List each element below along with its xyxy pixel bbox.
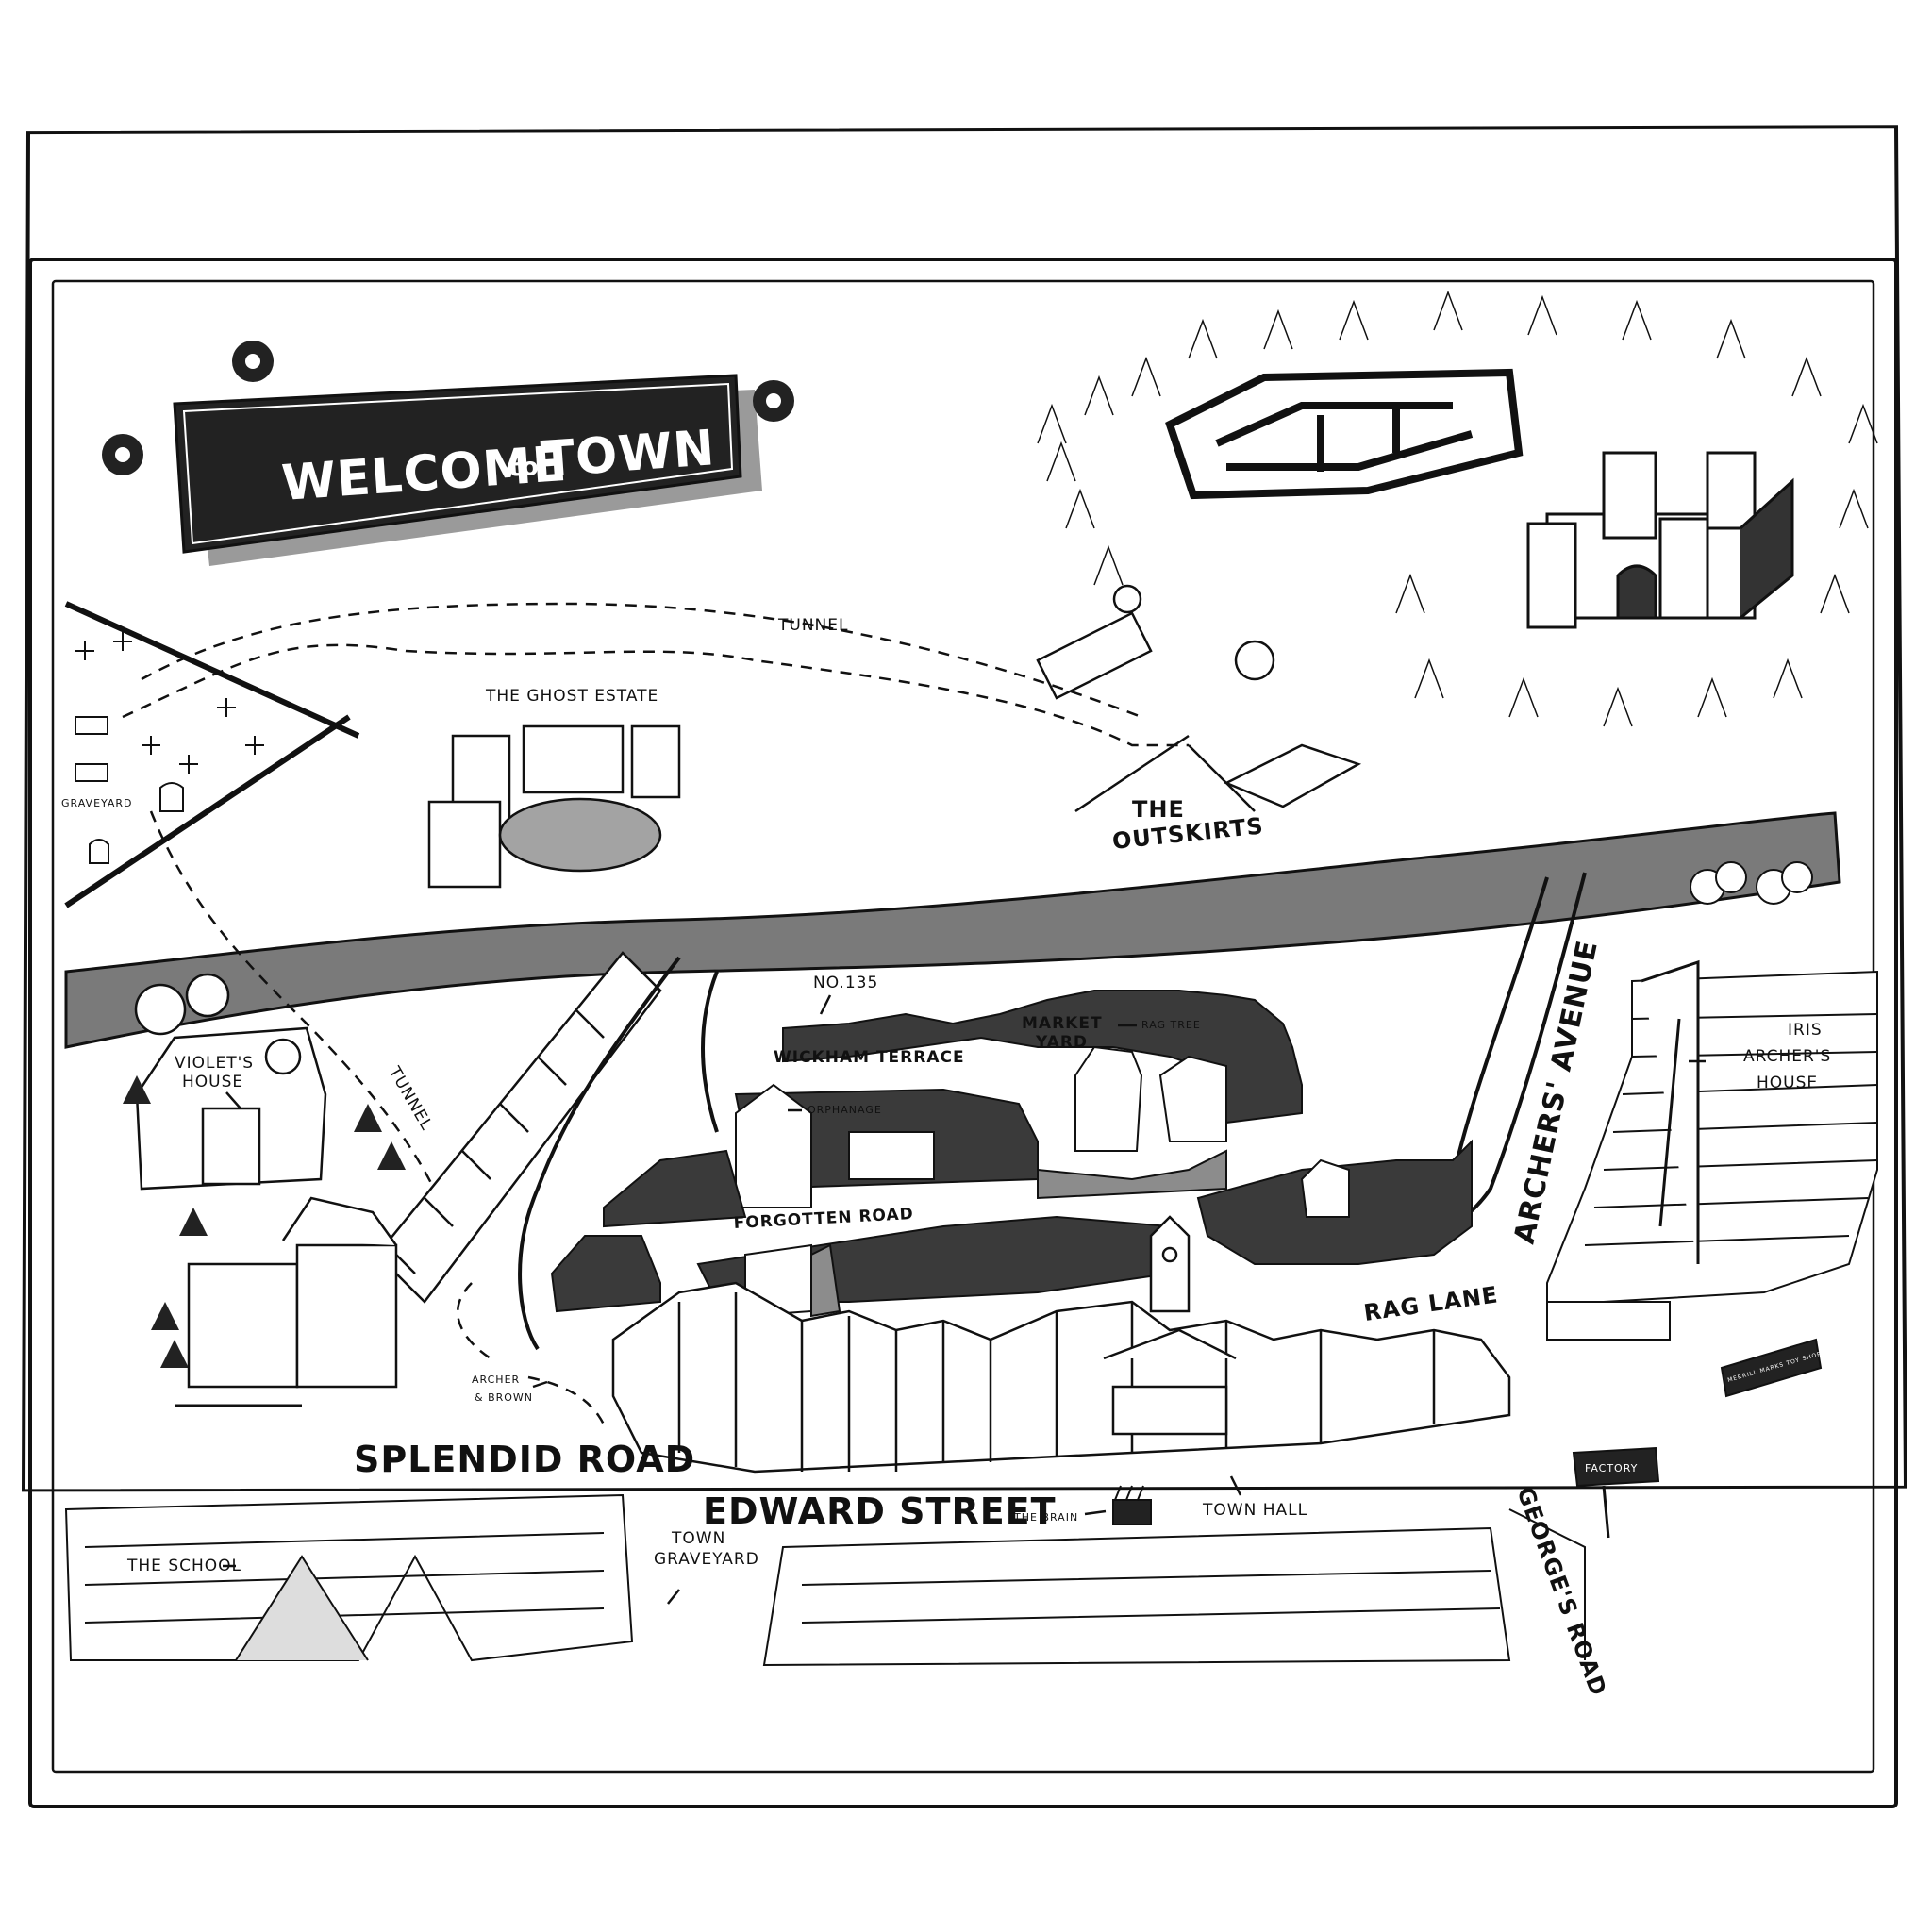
label-rag-tree: RAG TREE bbox=[1141, 1019, 1201, 1031]
label-and-brown: & BROWN bbox=[475, 1391, 533, 1404]
label-georges-road: GEORGE'S ROAD bbox=[1511, 1483, 1611, 1699]
map-frame bbox=[21, 125, 1908, 1808]
label-archers: ARCHER'S bbox=[1743, 1047, 1831, 1066]
trees-east bbox=[1690, 861, 1813, 905]
label-splendid-road: SPLENDID ROAD bbox=[354, 1439, 695, 1480]
label-forgotten-road: FORGOTTEN ROAD bbox=[733, 1205, 914, 1233]
factory-sign bbox=[1572, 1446, 1660, 1539]
label-town: TOWN bbox=[671, 1529, 725, 1548]
label-yard: YARD bbox=[1035, 1033, 1088, 1052]
arrows bbox=[223, 994, 1706, 1605]
label-factory: FACTORY bbox=[1585, 1462, 1638, 1474]
label-violets-house: HOUSE bbox=[182, 1073, 243, 1091]
label-graveyard: GRAVEYARD bbox=[61, 797, 133, 809]
sign-to: to bbox=[508, 453, 540, 483]
ghost-estate bbox=[427, 724, 681, 889]
label-violets: VIOLET'S bbox=[175, 1054, 254, 1073]
forgotten-road-block bbox=[550, 1149, 1171, 1318]
label-wickham-terrace: WICKHAM TERRACE bbox=[774, 1048, 965, 1067]
orphanage-block bbox=[734, 1083, 1227, 1208]
hedge-maze bbox=[1165, 368, 1524, 500]
corner-houses bbox=[175, 1196, 398, 1407]
pond bbox=[498, 797, 662, 873]
label-market: MARKET bbox=[1022, 1014, 1103, 1033]
flower-icon bbox=[102, 341, 794, 475]
label-no135: NO.135 bbox=[813, 974, 878, 992]
label-iris-house: HOUSE bbox=[1757, 1074, 1818, 1092]
label-the: THE bbox=[1132, 796, 1185, 823]
label-graveyard2: GRAVEYARD bbox=[654, 1550, 759, 1569]
toy-shop-sign bbox=[1720, 1338, 1823, 1398]
splendid-row-houses bbox=[375, 951, 662, 1304]
label-archer: ARCHER bbox=[472, 1374, 520, 1386]
rag-lane-houses bbox=[611, 1215, 1511, 1474]
wickham-terrace-houses bbox=[782, 990, 1303, 1152]
the-brain-building bbox=[1112, 1485, 1152, 1525]
tunnel-paths bbox=[122, 602, 1189, 1425]
welcome-sign: WELCOME to TOWN bbox=[102, 341, 794, 566]
label-tunnel-north: TUNNEL bbox=[777, 616, 848, 635]
label-tunnel-west: TUNNEL bbox=[384, 1063, 436, 1134]
forest bbox=[1037, 290, 1878, 727]
label-iris: IRIS bbox=[1788, 1021, 1823, 1040]
bottom-right-terrace bbox=[762, 1508, 1586, 1667]
violets-house bbox=[134, 973, 327, 1191]
label-edward-street: EDWARD STREET bbox=[703, 1491, 1057, 1532]
label-ghost-estate: THE GHOST ESTATE bbox=[485, 687, 658, 706]
archers-avenue-terrace bbox=[1546, 959, 1878, 1341]
label-rag-lane: RAG LANE bbox=[1362, 1281, 1500, 1326]
label-orphanage: ORPHANAGE bbox=[808, 1104, 882, 1116]
outskirts-area bbox=[1036, 584, 1362, 813]
label-the-brain: THE BRAIN bbox=[1013, 1511, 1078, 1524]
label-town-hall: TOWN HALL bbox=[1202, 1501, 1307, 1520]
graveyard-area bbox=[64, 601, 360, 908]
bottom-left-terrace bbox=[64, 1493, 634, 1662]
rag-lane-curve-block bbox=[1196, 1139, 1473, 1265]
sign-town: TOWN bbox=[540, 420, 717, 489]
label-the-school: THE SCHOOL bbox=[126, 1557, 242, 1575]
castle bbox=[1526, 451, 1794, 629]
